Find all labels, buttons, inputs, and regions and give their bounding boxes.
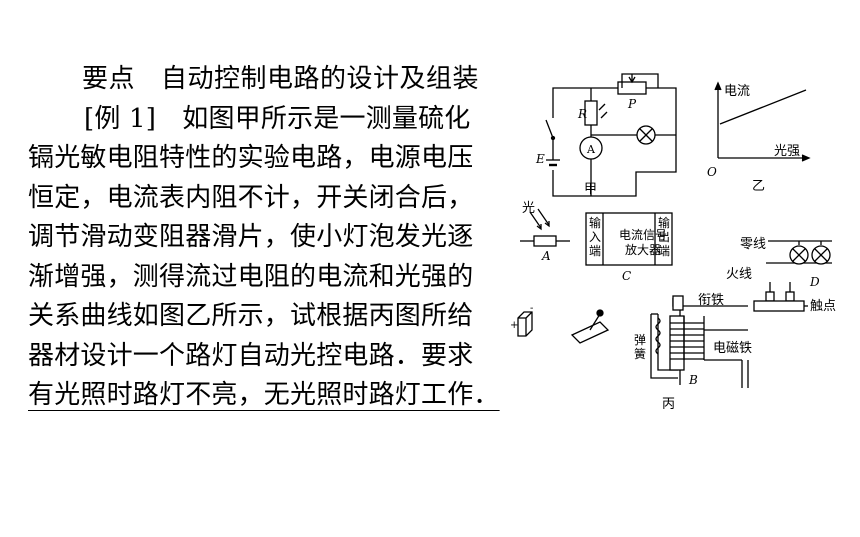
label-amplifier-c: C — [622, 269, 631, 283]
graph-yi — [714, 81, 811, 162]
battery-box-icon — [517, 311, 533, 337]
spring-icon — [655, 317, 661, 355]
label-amplifier-output: 输出端 — [658, 215, 670, 258]
example-line-6: 关系曲线如图乙所示，试根据丙图所给 — [28, 301, 474, 331]
graph-ylabel: 电流 — [724, 84, 750, 99]
label-neutral-line: 零线 — [740, 237, 766, 252]
label-live-line: 火线 — [726, 267, 752, 282]
label-amplifier-input: 输入端 — [589, 215, 601, 258]
example-line-1: [例 1] 如图甲所示是一测量硫化 — [84, 103, 471, 134]
amplifier-name-1: 电流信号 — [619, 228, 667, 242]
switch-icon — [545, 119, 554, 139]
label-contact: 触点 — [810, 299, 836, 314]
label-photoresistor-a: A — [541, 249, 551, 263]
section-heading: 要点自动控制电路的设计及组装 — [28, 60, 506, 100]
example-line-3: 恒定，电流表内阻不计，开关闭合后， — [28, 182, 474, 213]
graph-origin: O — [707, 165, 717, 179]
circuit-jia — [545, 73, 677, 197]
section-title: 自动控制电路的设计及组装 — [161, 64, 480, 94]
circuit-figure: R P A E 甲 电流 光强 O 乙 光 A 电流信号 放大器 C 零线 火线… — [510, 73, 836, 412]
graph-xlabel: 光强 — [774, 144, 800, 159]
photoresistor-a-icon — [533, 235, 557, 247]
knife-switch-icon — [570, 321, 610, 344]
label-spring: 弹簧 — [634, 333, 646, 361]
example-line-4: 调节滑动变阻器滑片，使小灯泡发光逐 — [28, 222, 474, 252]
amplifier-box — [585, 212, 673, 266]
label-r: R — [577, 107, 587, 121]
label-light: 光 — [522, 201, 535, 216]
example-line-8: 有光照时路灯不亮，无光照时路灯工作． — [28, 380, 500, 410]
example-line-7: 器材设计一个路灯自动光控电路．要求 — [28, 340, 474, 371]
example-line-5: 渐增强，测得流过电阻的电流和光强的 — [28, 261, 474, 292]
contact-block — [753, 300, 805, 312]
label-lamp-d: D — [809, 275, 820, 289]
label-p: P — [627, 97, 637, 111]
amplifier-name-2: 放大器 — [625, 242, 661, 257]
label-b: B — [688, 373, 698, 387]
label-e: E — [535, 152, 545, 166]
label-battery-minus: - — [530, 303, 533, 314]
example-text: 要点自动控制电路的设计及组装 [例 1] 如图甲所示是一测量硫化 镉光敏电阻特性… — [28, 60, 506, 416]
label-ammeter: A — [586, 143, 596, 156]
label-armature: 衔铁 — [698, 293, 724, 308]
caption-jia: 甲 — [584, 182, 597, 197]
section-label: 要点 — [82, 64, 136, 94]
electromagnet-coil — [670, 322, 704, 360]
example-line-2: 镉光敏电阻特性的实验电路，电源电压 — [28, 143, 474, 173]
caption-yi: 乙 — [752, 179, 765, 194]
caption-bing: 丙 — [662, 397, 675, 412]
relay-frame — [650, 314, 678, 379]
label-battery-plus: + — [510, 320, 518, 331]
current-light-line — [719, 89, 807, 125]
components-bing — [517, 208, 832, 388]
label-electromagnet: 电磁铁 — [713, 341, 752, 356]
